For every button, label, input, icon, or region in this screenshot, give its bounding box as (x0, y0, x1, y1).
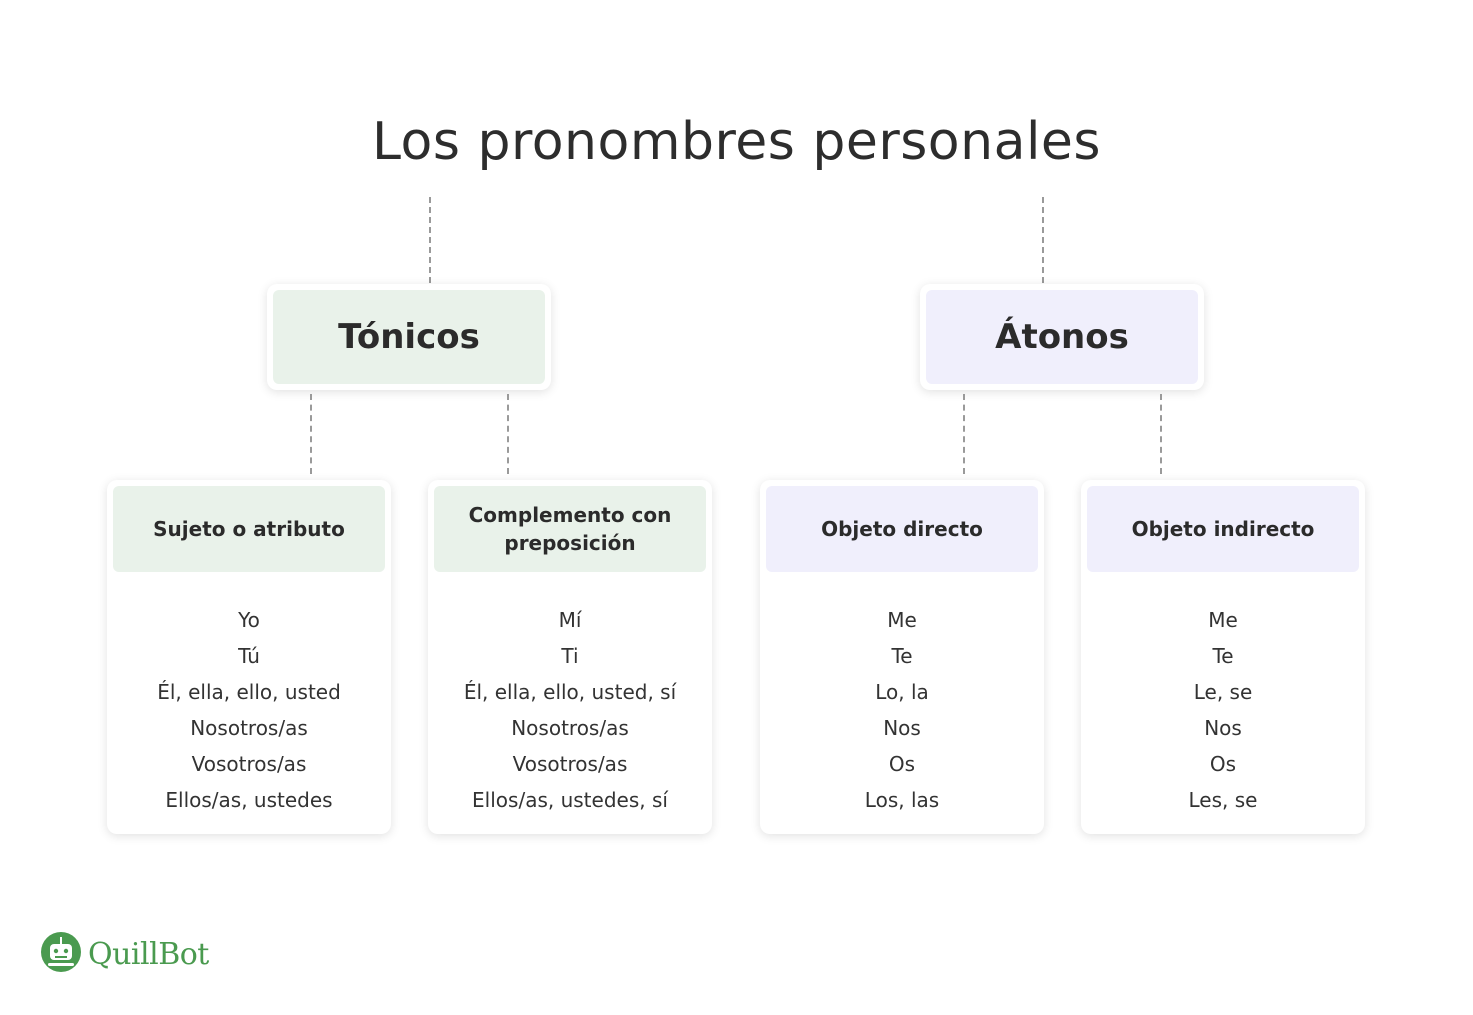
pronoun-list: Mí Ti Él, ella, ello, usted, sí Nosotros… (434, 602, 706, 818)
connector-atonos-indirecto (1160, 394, 1162, 474)
connector-tonicos-complemento (507, 394, 509, 474)
connector-tonicos-sujeto (310, 394, 312, 474)
list-item: Nos (1204, 716, 1242, 740)
column-header: Sujeto o atributo (113, 486, 385, 572)
list-item: Él, ella, ello, usted (157, 680, 341, 704)
page-title: Los pronombres personales (372, 112, 1101, 172)
category-label-tonicos: Tónicos (273, 290, 545, 384)
quillbot-robot-icon (40, 931, 82, 977)
list-item: Le, se (1193, 680, 1253, 704)
list-item: Les, se (1188, 788, 1258, 812)
connector-title-tonicos (429, 197, 431, 283)
list-item: Ellos/as, ustedes (165, 788, 333, 812)
column-card-directo: Objeto directo Me Te Lo, la Nos Os Los, … (760, 480, 1044, 834)
list-item: Vosotros/as (512, 752, 628, 776)
column-card-complemento: Complemento con preposición Mí Ti Él, el… (428, 480, 712, 834)
list-item: Mí (558, 608, 582, 632)
connector-title-atonos (1042, 197, 1044, 283)
list-item: Yo (238, 608, 260, 632)
list-item: Te (891, 644, 913, 668)
column-header: Objeto indirecto (1087, 486, 1359, 572)
column-header: Objeto directo (766, 486, 1038, 572)
pronoun-list: Yo Tú Él, ella, ello, usted Nosotros/as … (113, 602, 385, 818)
column-header: Complemento con preposición (434, 486, 706, 572)
list-item: Los, las (864, 788, 940, 812)
list-item: Ti (561, 644, 579, 668)
list-item: Ellos/as, ustedes, sí (472, 788, 668, 812)
category-card-atonos: Átonos (920, 284, 1204, 390)
list-item: Me (887, 608, 917, 632)
connector-atonos-directo (963, 394, 965, 474)
column-card-indirecto: Objeto indirecto Me Te Le, se Nos Os Les… (1081, 480, 1365, 834)
list-item: Vosotros/as (191, 752, 307, 776)
list-item: Me (1208, 608, 1238, 632)
list-item: Nosotros/as (511, 716, 629, 740)
category-card-tonicos: Tónicos (267, 284, 551, 390)
list-item: Os (888, 752, 916, 776)
column-card-sujeto: Sujeto o atributo Yo Tú Él, ella, ello, … (107, 480, 391, 834)
category-label-atonos: Átonos (926, 290, 1198, 384)
pronoun-list: Me Te Lo, la Nos Os Los, las (766, 602, 1038, 818)
list-item: Nosotros/as (190, 716, 308, 740)
pronoun-list: Me Te Le, se Nos Os Les, se (1087, 602, 1359, 818)
list-item: Nos (883, 716, 921, 740)
list-item: Tú (238, 644, 260, 668)
logo-text: QuillBot (88, 936, 209, 972)
quillbot-logo: QuillBot (40, 931, 209, 977)
list-item: Él, ella, ello, usted, sí (463, 680, 677, 704)
list-item: Os (1209, 752, 1237, 776)
list-item: Te (1212, 644, 1234, 668)
list-item: Lo, la (875, 680, 929, 704)
